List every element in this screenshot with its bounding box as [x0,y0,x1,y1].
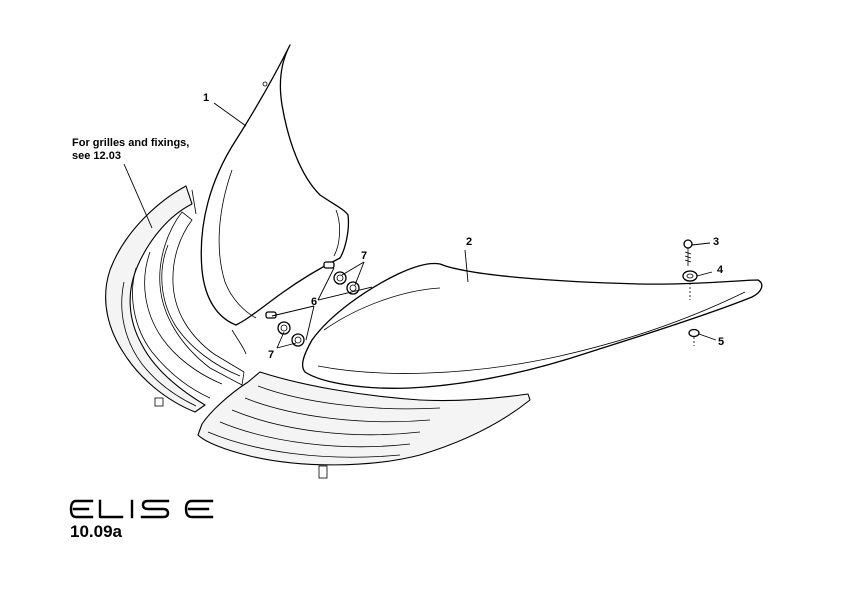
callout-2: 2 [466,236,473,248]
washer-4 [682,270,698,282]
elise-logo [69,499,214,519]
callout-1: 1 [203,92,210,104]
callout-5: 5 [718,336,725,348]
callout-3: 3 [713,236,720,248]
callout-7-lower: 7 [268,349,275,361]
clip-5 [688,328,700,338]
part-1-front-upper-panel [200,44,350,326]
leader-lines [123,102,717,349]
fixings-3-4-5 [682,239,700,346]
grilles-fixings-note: For grilles and fixings, see 12.03 [72,137,190,162]
callout-7-upper: 7 [361,250,368,262]
fixings-6-7 [265,261,360,347]
pin-6a [323,261,335,269]
nut-7d [291,333,305,347]
part-2-front-nose-panel [301,262,763,389]
grille-assembly-bottom [197,371,531,479]
screw-3-thread [684,248,692,266]
callout-6: 6 [311,296,318,308]
nut-7a [333,271,347,285]
grille-assembly-left [105,185,247,413]
nut-7c [277,321,291,335]
callout-4: 4 [717,264,724,276]
screw-3-head [683,239,693,249]
page-code: 10.09a [70,522,122,541]
